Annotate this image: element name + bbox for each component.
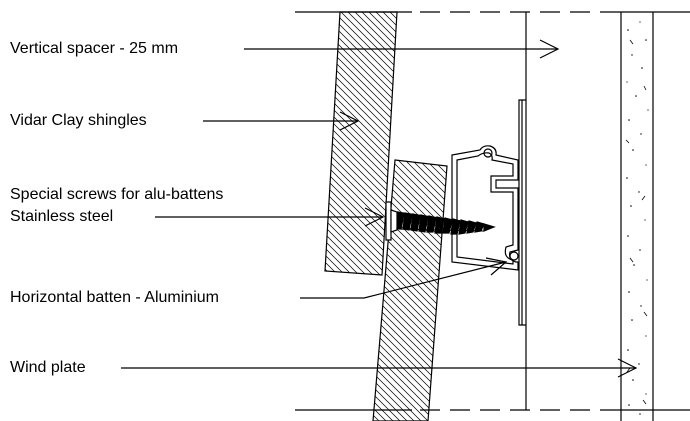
special-screw (385, 201, 496, 241)
clay-shingle-upper (324, 11, 398, 276)
aluminium-batten-profile (451, 99, 526, 326)
label-wind-plate: Wind plate (10, 359, 86, 376)
label-shingles: Vidar Clay shingles (10, 112, 147, 129)
leader-batten (300, 257, 508, 299)
leader-vertical-spacer (244, 39, 560, 59)
label-vertical-spacer: Vertical spacer - 25 mm (10, 40, 179, 57)
leader-screws (155, 207, 385, 227)
label-screws-line1: Special screws for alu-battens (10, 186, 224, 203)
label-batten: Horizontal batten - Aluminium (10, 289, 219, 306)
label-screws-line2: Stainless steel (10, 208, 114, 225)
leader-shingles (203, 111, 360, 131)
leader-wind-plate (121, 358, 638, 378)
wind-plate (620, 12, 654, 421)
